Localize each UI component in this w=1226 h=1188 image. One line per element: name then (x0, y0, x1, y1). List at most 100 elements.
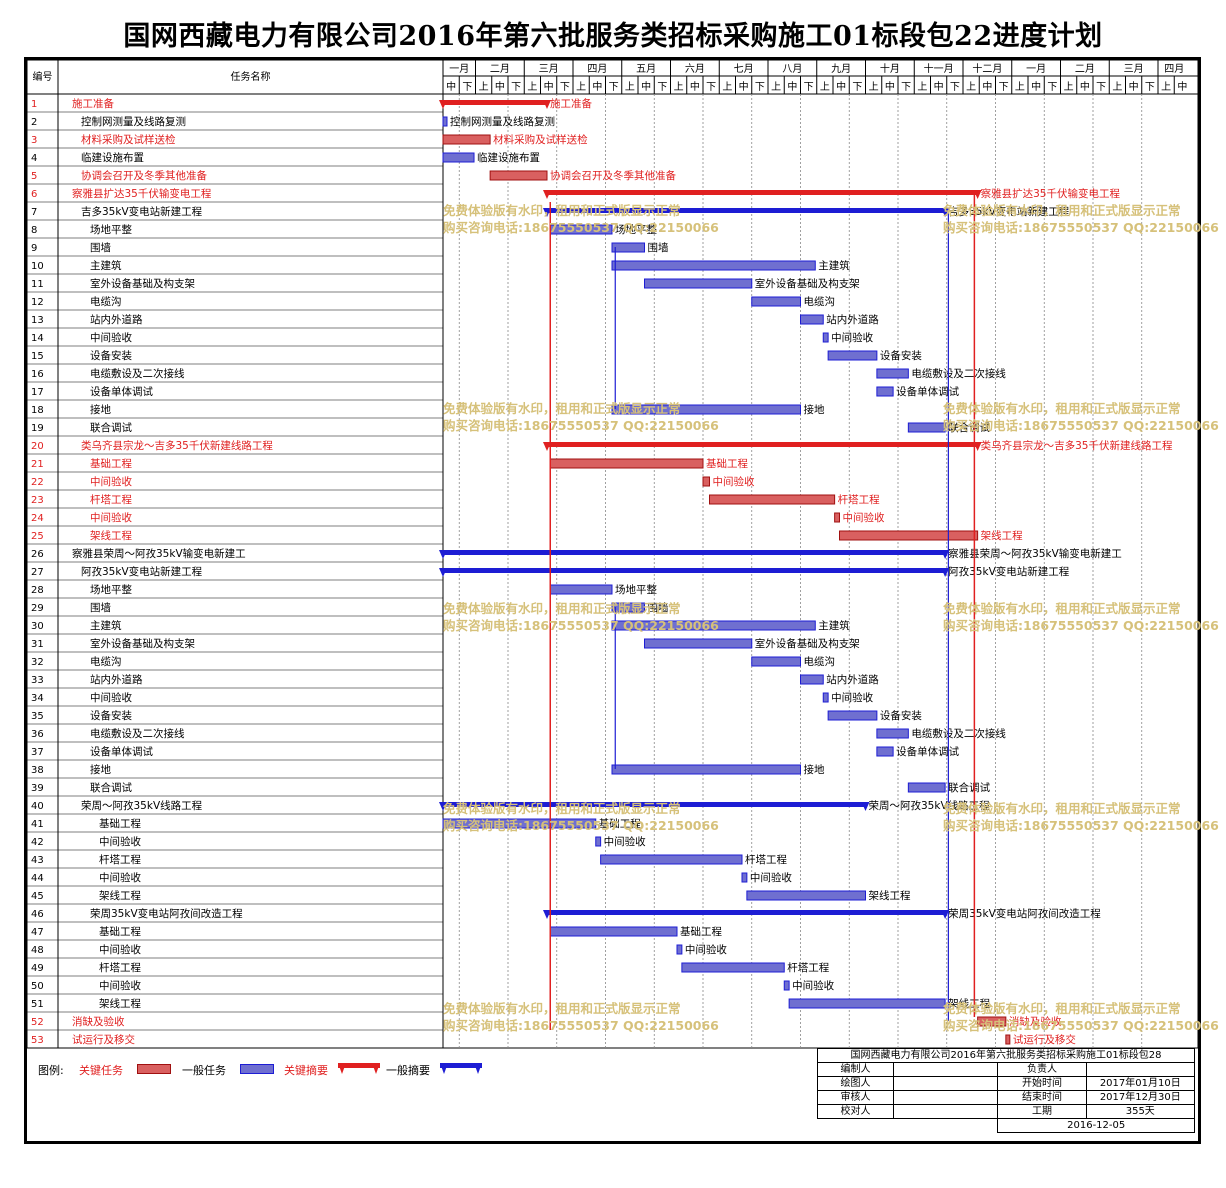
row-id: 19 (31, 423, 44, 434)
row-id: 53 (31, 1035, 44, 1046)
bar-label: 场地平整 (615, 583, 657, 596)
legend-normal-summary-swatch (440, 1063, 482, 1074)
legend-label: 图例: (38, 1064, 64, 1077)
watermark-text: 购买咨询电话:18675550537 QQ:22150066 (443, 618, 719, 633)
row-name: 基础工程 (99, 817, 141, 830)
month-label: 二月 (1075, 63, 1095, 75)
dekad-label: 中 (544, 80, 554, 93)
row-name: 杆塔工程 (90, 493, 132, 506)
row-id: 8 (31, 225, 37, 236)
dekad-label: 中 (787, 80, 797, 93)
info-value-drafter (892, 1062, 999, 1077)
dekad-label: 下 (804, 82, 814, 93)
dekad-label: 中 (982, 80, 992, 93)
row-id: 25 (31, 531, 44, 542)
row-id: 15 (31, 351, 44, 362)
task-bar (822, 692, 829, 703)
bar-label: 施工准备 (550, 97, 592, 110)
summary-bar (443, 568, 946, 573)
row-name: 荣周35kV变电站阿孜间改造工程 (90, 907, 243, 920)
dekad-label: 中 (690, 80, 700, 93)
row-name: 电缆敷设及二次接线 (90, 727, 185, 740)
bar-label: 察雅县荣周～阿孜35kV输变电新建工 (948, 547, 1122, 560)
row-name: 设备安装 (90, 349, 132, 362)
task-bar (800, 674, 824, 685)
row-id: 12 (31, 297, 44, 308)
info-label-end: 结束时间 (997, 1090, 1087, 1105)
row-id: 43 (31, 855, 44, 866)
info-value-checker (892, 1104, 999, 1119)
bar-label: 主建筑 (818, 259, 850, 272)
watermark-text: 购买咨询电话:18675550537 QQ:22150066 (443, 818, 719, 833)
task-bar (611, 404, 801, 415)
bar-label: 接地 (804, 403, 825, 416)
bar-label: 中间验收 (831, 331, 873, 344)
row-id: 36 (31, 729, 44, 740)
bar-label: 协调会召开及冬季其他准备 (550, 169, 676, 182)
bar-label: 电缆沟 (804, 655, 836, 668)
dekad-label: 中 (1129, 80, 1139, 93)
row-name: 中间验收 (99, 979, 141, 992)
bar-label: 杆塔工程 (787, 961, 829, 974)
chart-frame (24, 57, 1201, 1144)
task-bar (876, 368, 909, 379)
info-value-owner (1085, 1062, 1196, 1077)
bar-label: 杆塔工程 (745, 853, 787, 866)
bar-label: 联合调试 (948, 421, 990, 434)
month-label: 七月 (734, 63, 754, 75)
header-name-label: 任务名称 (231, 70, 271, 83)
summary-start-marker (543, 190, 551, 199)
month-label: 九月 (831, 63, 851, 75)
task-bar (783, 980, 790, 991)
bar-label: 荣周35kV变电站阿孜间改造工程 (948, 907, 1101, 920)
month-label: 十一月 (924, 62, 954, 75)
task-bar (834, 512, 840, 523)
summary-end-marker (973, 442, 982, 451)
summary-start-marker (543, 442, 551, 451)
row-name: 场地平整 (90, 583, 132, 596)
task-bar (489, 170, 548, 181)
row-id: 34 (31, 693, 44, 704)
summary-start-marker (439, 550, 447, 559)
dekad-label: 下 (657, 82, 667, 93)
dekad-label: 上 (1112, 81, 1122, 93)
header-id-label: 编号 (33, 70, 53, 83)
task-bar (676, 944, 683, 955)
row-id: 11 (31, 279, 44, 290)
watermark-text: 购买咨询电话:18675550537 QQ:22150066 (943, 818, 1219, 833)
info-value-end: 2017年12月30日 (1085, 1090, 1196, 1105)
dekad-label: 中 (446, 80, 456, 93)
info-label-drawer: 绘图人 (817, 1076, 894, 1091)
row-id: 18 (31, 405, 44, 416)
bar-label: 中间验收 (713, 475, 755, 488)
row-id: 35 (31, 711, 44, 722)
row-id: 24 (31, 513, 44, 524)
task-bar (876, 728, 909, 739)
row-id: 1 (31, 99, 37, 110)
summary-bar (547, 442, 978, 447)
row-id: 52 (31, 1017, 44, 1028)
summary-end-marker (941, 208, 950, 217)
row-name: 中间验收 (99, 835, 141, 848)
row-name: 中间验收 (99, 943, 141, 956)
bar-label: 站内外道路 (826, 673, 879, 686)
dekad-label: 下 (950, 82, 960, 93)
task-bar (746, 890, 866, 901)
info-label-checker: 校对人 (817, 1104, 894, 1119)
legend-critical-summary-swatch (338, 1063, 380, 1074)
info-value-reviewer (892, 1090, 999, 1105)
task-bar (549, 584, 613, 595)
bar-label: 架线工程 (981, 529, 1023, 542)
row-name: 类乌齐县宗龙～吉多35千伏新建线路工程 (81, 439, 273, 452)
row-name: 协调会召开及冬季其他准备 (81, 169, 207, 182)
summary-bar (547, 190, 978, 195)
bar-label: 站内外道路 (826, 313, 879, 326)
dekad-label: 下 (609, 82, 619, 93)
row-id: 33 (31, 675, 44, 686)
dekad-label: 上 (1015, 81, 1025, 93)
row-name: 材料采购及试样送检 (81, 133, 176, 146)
dekad-label: 上 (722, 81, 732, 93)
info-value-duration: 355天 (1085, 1104, 1196, 1119)
summary-start-marker (439, 568, 447, 577)
